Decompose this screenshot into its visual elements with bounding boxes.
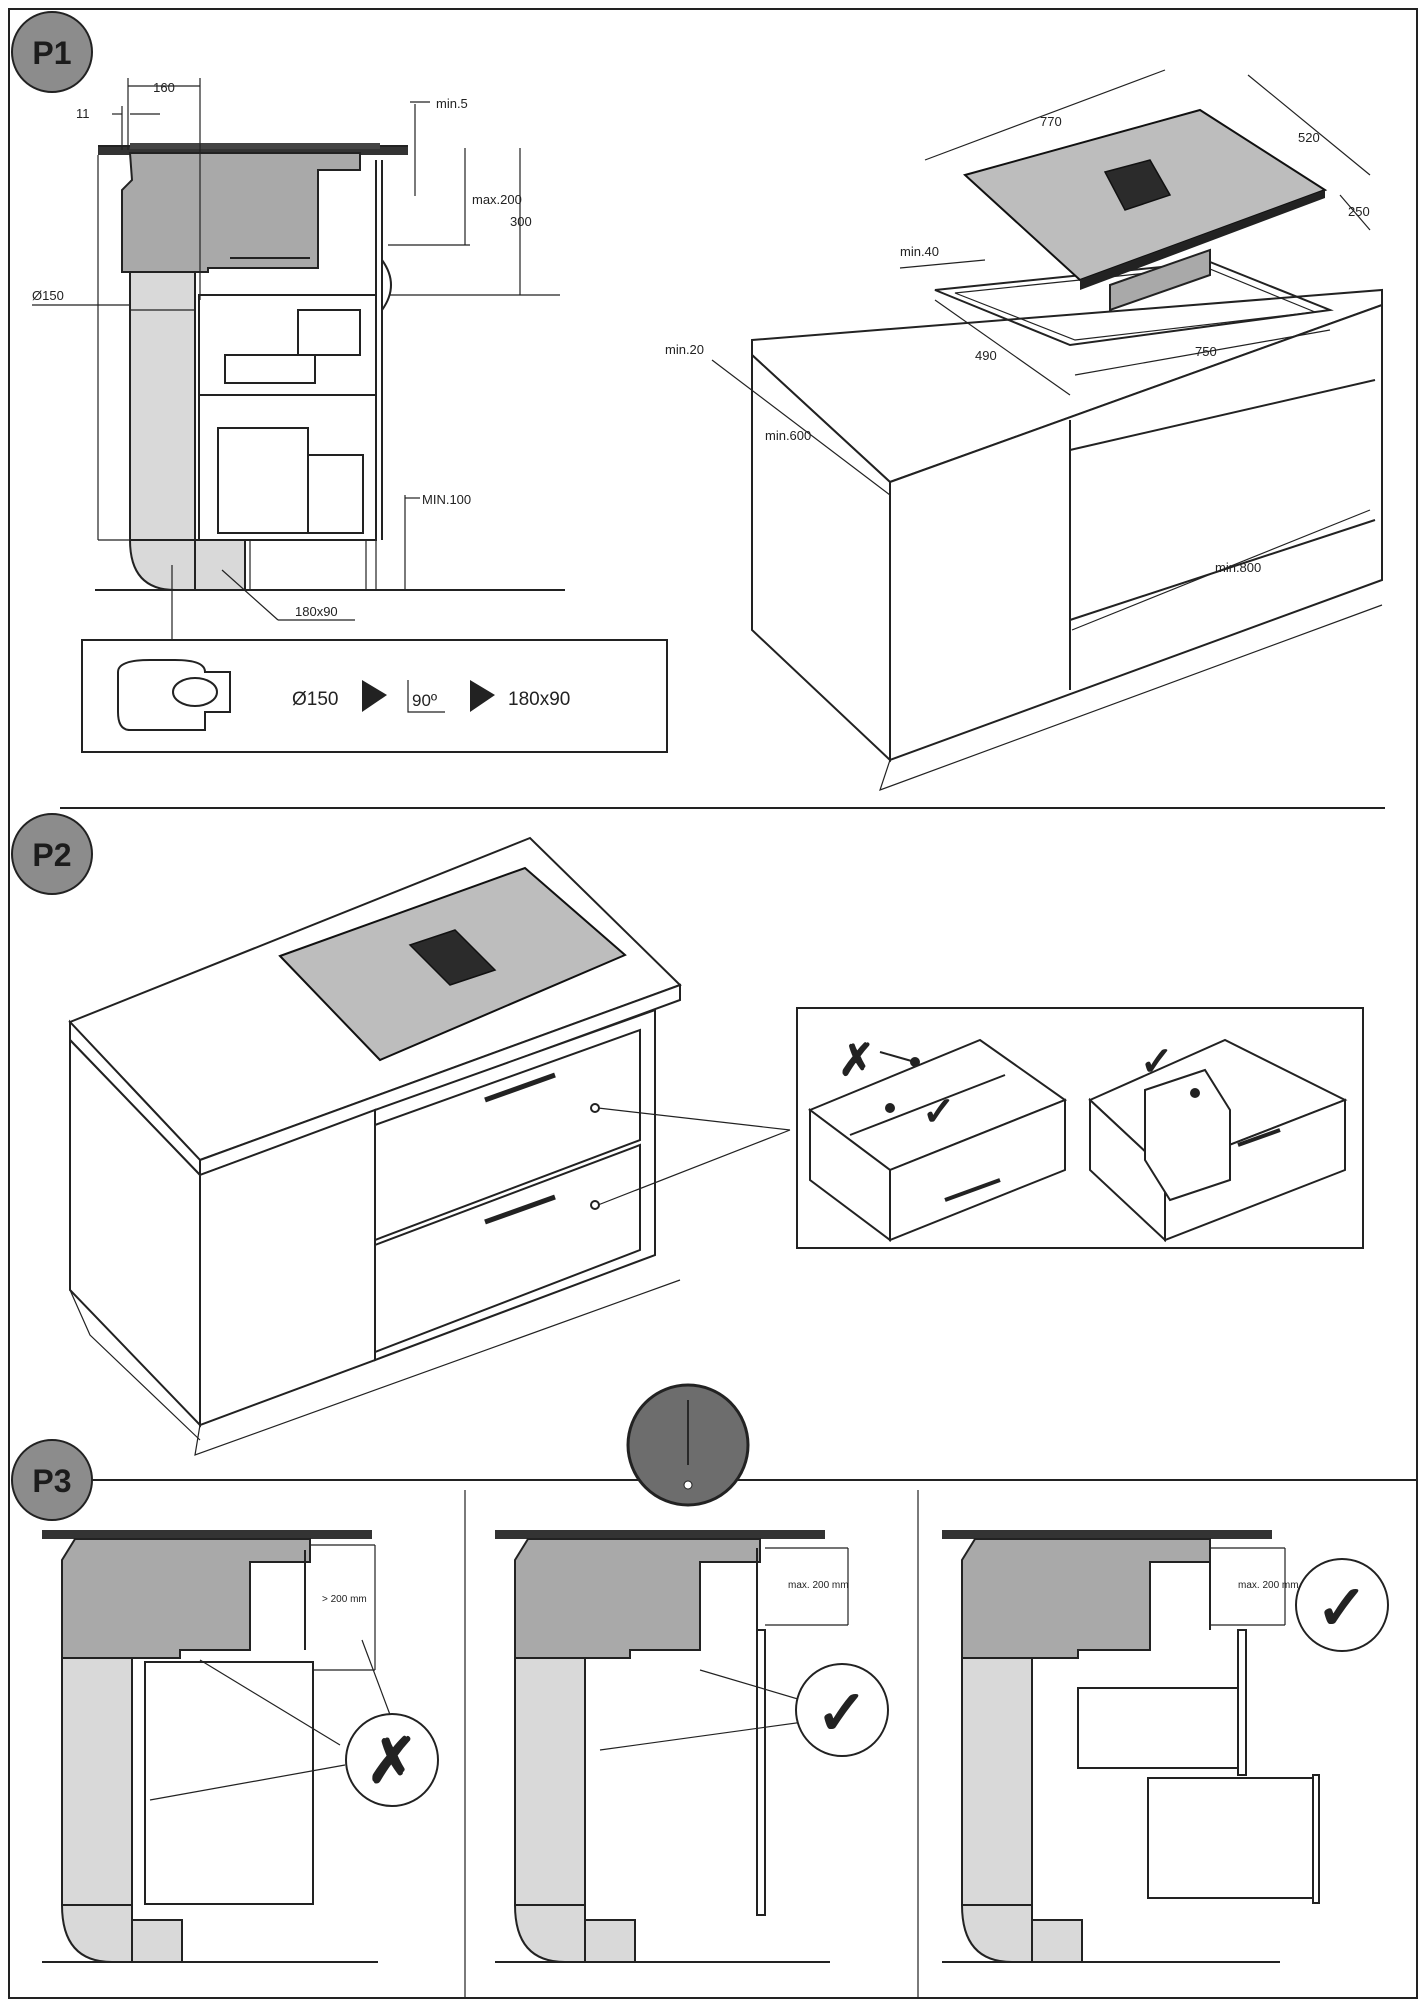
check-icon: ✓ [1316,1574,1368,1643]
p3-section: P3 > 200 mm ✗ [11,1383,1417,1998]
p2-drawer-top [374,1028,641,1242]
duct-outlet [194,539,246,591]
p2-badge-label: P2 [32,837,71,873]
adapter-rect: 180x90 [508,689,570,710]
page-frame [8,8,1418,1999]
p3-badge-label: P3 [32,1463,71,1499]
dim-min100: MIN.100 [422,492,471,507]
dim-min800: min.800 [1215,560,1261,575]
dim-min40: min.40 [900,244,939,259]
hob-glass [130,143,380,149]
p2-section: P2 ✗ ✓ [11,813,1364,1456]
dim-490: 490 [975,348,997,363]
p3-panel1-label: > 200 mm [322,1594,367,1605]
p3-panel-wrong: > 200 mm ✗ [42,1530,439,1963]
worktop [98,146,408,155]
dim-11: 11 [76,106,90,121]
p3-panel-correct-2: max. 200 mm ✓ [942,1530,1389,1963]
check-icon: ✓ [1140,1040,1174,1084]
drawer-upper [1077,1687,1239,1769]
cross-icon: ✗ [366,1727,418,1796]
drawer-correct-example: ✓ [1088,1038,1348,1243]
dim-min20: min.20 [665,342,704,357]
hob-knob-icon [626,1383,750,1507]
duct-adapter-box: Ø150 90º 180x90 [81,639,668,753]
p1-badge: P1 [11,11,93,93]
dim-300: 300 [510,214,532,229]
elbow-adapter-icon [117,659,231,731]
drawer-lower [1147,1777,1314,1899]
p1-badge-label: P1 [32,35,71,71]
p1-section: P1 [11,11,1383,791]
p3-badge: P3 [11,1439,93,1521]
vertical-duct [129,271,196,541]
p1-iso-view: 770 520 250 min.40 490 750 min.20 min.60… [665,69,1383,791]
dim-160: 160 [153,80,175,95]
pan [224,354,316,384]
tall-unit-door [144,1661,314,1905]
adapter-angle: 90º [412,691,437,710]
iso-hob-vent [1103,159,1172,211]
p3-panel2-label: max. 200 mm [788,1580,849,1591]
adapter-diameter: Ø150 [292,689,338,710]
pot-tall [307,454,364,534]
drawer-wrong-example: ✗ ✓ [807,1036,1068,1242]
duct-elbow [128,539,196,591]
dim-770: 770 [1040,114,1062,129]
dim-diameter-150: Ø150 [32,288,64,303]
check-icon: ✓ [816,1679,868,1748]
dim-min600: min.600 [765,428,811,443]
p2-drawer-bottom [374,1143,641,1354]
pot-small [297,309,361,356]
dim-min5: min.5 [436,96,468,111]
dim-520: 520 [1298,130,1320,145]
extractor-unit [121,152,361,273]
dim-250: 250 [1348,204,1370,219]
dim-max200: max.200 [472,192,522,207]
arrow-right-icon [362,680,387,712]
p2-hob-vent [408,929,497,986]
arrow-right-icon [470,680,495,712]
dim-rect-180x90: 180x90 [295,604,338,619]
p1-side-view: 160 11 min.5 max.200 300 Ø150 MIN.100 18… [32,78,565,640]
cross-icon: ✗ [838,1036,875,1085]
dim-750: 750 [1195,344,1217,359]
pot-large [217,427,309,534]
p3-panel-correct-1: max. 200 mm ✓ [495,1530,889,1963]
p2-badge: P2 [11,813,93,895]
check-icon: ✓ [922,1090,956,1134]
p3-panel3-label: max. 200 mm [1238,1580,1299,1591]
